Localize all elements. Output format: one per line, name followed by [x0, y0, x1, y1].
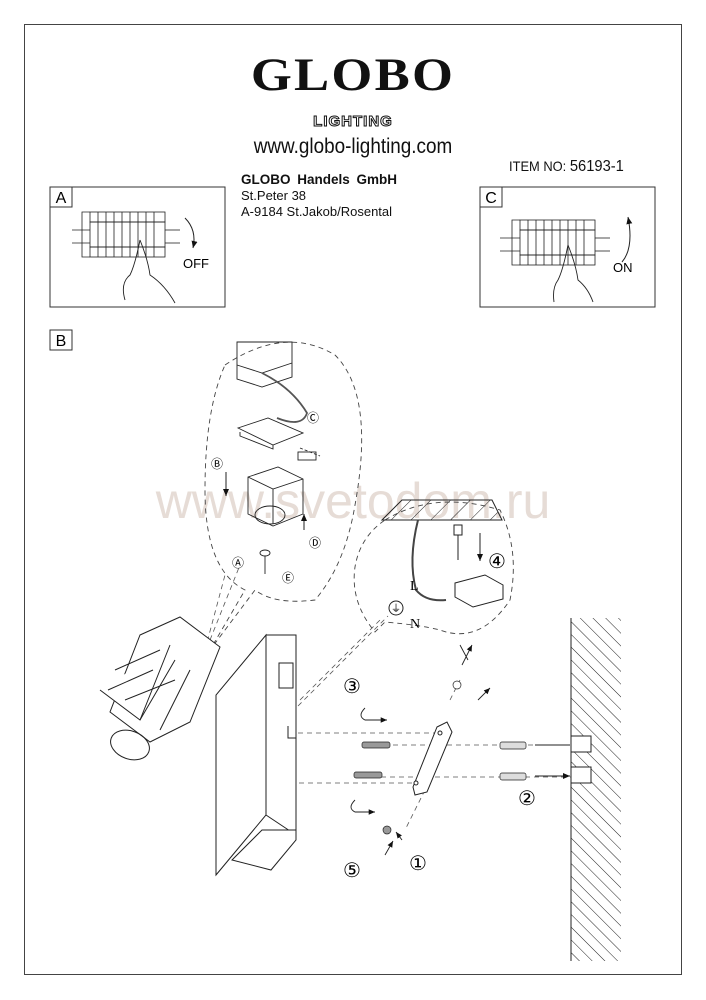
company-address: GLOBO Handels GmbH St.Peter 38 A-9184 St…	[241, 172, 397, 220]
step-1-label: ①	[409, 853, 427, 875]
screws	[353, 680, 462, 835]
item-label: ITEM NO:	[509, 158, 567, 174]
step-5-label: ⑤	[343, 860, 361, 882]
arrow-down-icon	[184, 217, 198, 249]
panel-c: C ON	[479, 186, 656, 308]
part-e-label: Ⓔ	[282, 571, 294, 585]
step-4-label: ④	[488, 551, 506, 573]
panel-b-box	[49, 329, 73, 351]
part-c-label: Ⓒ	[307, 411, 319, 425]
panel-a-label: A	[56, 190, 67, 207]
panel-a-state: OFF	[183, 256, 209, 271]
wall-illustration	[570, 618, 621, 961]
hand-icon	[553, 244, 594, 303]
brand-url: www.globo-lighting.com	[253, 135, 453, 158]
step-2-label: ②	[518, 788, 536, 810]
wall-plate-illustration	[215, 633, 297, 877]
company-street: St.Peter 38	[241, 188, 307, 203]
panel-b-label: B	[56, 333, 67, 350]
item-number: ITEM NO: 56193-1	[509, 158, 624, 176]
brand-subtitle: LIGHTING	[313, 113, 393, 131]
mounting-bracket	[412, 721, 453, 796]
wire-live-label: L	[410, 579, 419, 594]
part-a-label: Ⓐ	[232, 556, 244, 570]
brand-logo: GLOBO	[250, 49, 456, 101]
earth-icon: ⏚	[391, 603, 401, 615]
breaker-strip-icon	[500, 219, 610, 266]
detail-bubble-wiring: ④ L N ⏚	[353, 499, 514, 635]
detail-bubble-head: Ⓒ Ⓑ Ⓓ Ⓐ Ⓔ	[204, 341, 363, 651]
panel-c-state: ON	[613, 260, 633, 275]
page-frame	[24, 24, 682, 975]
rotation-arrow-icons	[350, 645, 491, 856]
breaker-strip-icon	[72, 211, 180, 258]
hand-icon	[122, 239, 176, 304]
part-d-label: Ⓓ	[309, 536, 321, 550]
step-3-label: ③	[343, 676, 361, 698]
arrow-up-icon	[621, 216, 633, 263]
part-b-label: Ⓑ	[211, 457, 223, 471]
wall-plugs	[499, 741, 527, 781]
wire-neutral-label: N	[410, 617, 420, 632]
insert-arrows	[535, 744, 570, 776]
company-city: A-9184 St.Jakob/Rosental	[241, 204, 393, 219]
company-name: GLOBO Handels GmbH	[241, 172, 398, 187]
item-value: 56193-1	[569, 158, 624, 175]
panel-c-label: C	[485, 190, 497, 207]
panel-a: A OFF	[49, 186, 226, 308]
